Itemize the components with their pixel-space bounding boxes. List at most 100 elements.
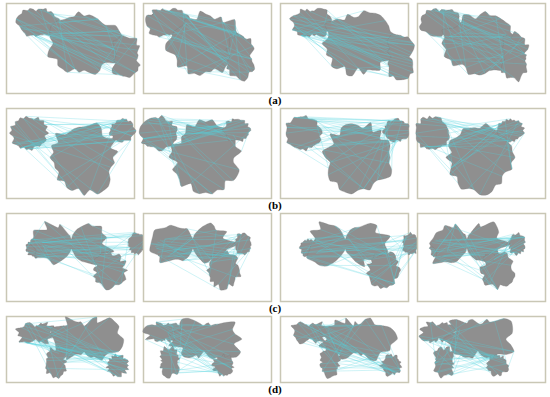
match-line <box>165 324 219 340</box>
panel-frame <box>144 4 272 94</box>
match-line <box>377 123 387 181</box>
match-line <box>165 252 195 258</box>
match-line <box>234 19 240 79</box>
match-line <box>20 26 121 57</box>
match-line <box>307 253 394 256</box>
match-line <box>451 119 506 168</box>
match-line <box>443 255 485 257</box>
match-line <box>364 140 399 188</box>
match-line <box>34 244 129 257</box>
match-lines <box>299 226 419 288</box>
match-line <box>459 20 466 68</box>
match-line <box>166 339 185 358</box>
panel-frame <box>418 317 546 383</box>
match-lines <box>16 9 138 76</box>
match-line <box>434 36 504 50</box>
match-line <box>297 318 346 340</box>
match-line <box>448 130 474 189</box>
match-line <box>191 131 251 184</box>
panel-label: (c) <box>269 302 281 314</box>
match-line <box>145 340 184 358</box>
panel <box>281 214 420 302</box>
match-line <box>507 252 514 254</box>
match-line <box>430 149 459 183</box>
match-line <box>175 55 230 75</box>
match-line <box>102 238 107 285</box>
panel-frame <box>418 214 546 302</box>
match-line <box>303 238 315 255</box>
shape-blob <box>226 33 255 81</box>
match-line <box>40 9 50 37</box>
match-line <box>143 120 242 138</box>
match-line <box>317 121 382 130</box>
match-line <box>433 9 527 49</box>
match-line <box>67 72 116 74</box>
match-line <box>417 142 502 176</box>
match-line <box>165 10 247 39</box>
match-line <box>73 235 97 266</box>
panel-label: (a) <box>269 94 282 106</box>
match-line <box>461 355 498 357</box>
match-line <box>459 33 507 35</box>
match-line <box>301 36 358 69</box>
match-line <box>446 145 515 157</box>
match-line <box>372 239 419 285</box>
match-line <box>26 116 128 121</box>
panel-frame <box>7 317 135 383</box>
match-line <box>241 128 250 151</box>
panel-frame <box>281 317 409 383</box>
match-line <box>444 341 446 350</box>
match-line <box>308 119 390 141</box>
match-line <box>293 16 389 67</box>
match-line <box>172 37 255 69</box>
match-line <box>59 19 67 72</box>
match-line <box>508 352 514 368</box>
match-line <box>435 320 469 342</box>
match-line <box>156 248 235 277</box>
match-line <box>443 236 523 256</box>
match-lines <box>426 9 528 78</box>
match-line <box>183 256 236 261</box>
match-line <box>179 362 233 370</box>
match-line <box>84 16 126 37</box>
match-line <box>491 123 502 127</box>
match-line <box>431 235 520 251</box>
match-line <box>44 124 133 125</box>
match-line <box>292 30 412 62</box>
match-line <box>457 262 498 290</box>
match-line <box>436 356 498 372</box>
match-line <box>322 337 395 373</box>
match-line <box>156 10 236 32</box>
panel <box>418 214 546 302</box>
match-line <box>480 242 525 267</box>
match-line <box>452 359 490 376</box>
match-line <box>31 35 75 68</box>
panel <box>418 4 546 94</box>
match-line <box>147 120 222 131</box>
match-line <box>358 68 389 76</box>
match-line <box>172 121 222 128</box>
match-line <box>486 123 513 140</box>
match-line <box>394 236 406 279</box>
match-line <box>31 232 135 240</box>
match-line <box>102 63 116 64</box>
match-line <box>434 257 483 279</box>
match-line <box>317 227 359 252</box>
match-line <box>100 233 101 254</box>
match-line <box>29 140 131 149</box>
match-line <box>338 319 365 355</box>
match-line <box>206 71 249 72</box>
match-line <box>45 221 118 284</box>
match-line <box>185 122 231 134</box>
match-line <box>174 245 243 254</box>
match-lines <box>290 10 415 78</box>
match-line <box>449 36 521 38</box>
panel <box>7 214 146 302</box>
match-line <box>46 368 125 370</box>
match-line <box>441 10 524 54</box>
panel <box>144 214 272 302</box>
match-line <box>39 342 64 363</box>
match-line <box>37 325 128 359</box>
match-line <box>439 257 480 271</box>
panel <box>7 109 137 199</box>
